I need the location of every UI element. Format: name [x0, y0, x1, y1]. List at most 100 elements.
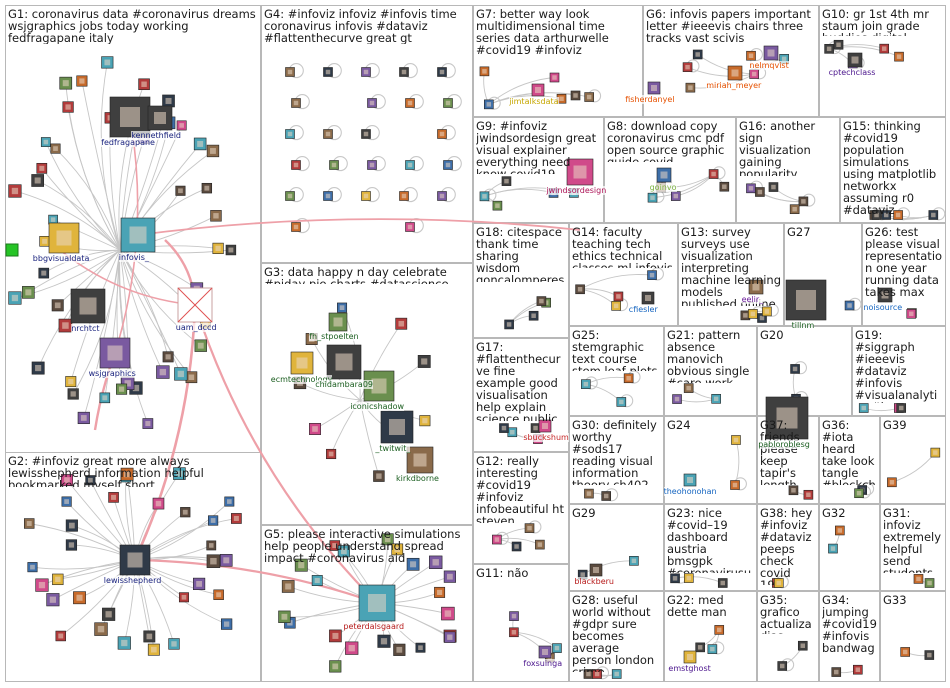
vertex-face	[384, 536, 391, 543]
vertex-face	[781, 56, 787, 62]
vertex-face	[118, 386, 125, 392]
vertex-face	[586, 94, 592, 100]
group-label-g36: G36: #iota heard take look tangle #block…	[822, 419, 876, 485]
g2-vertex	[147, 643, 160, 656]
g4-vertex	[405, 160, 415, 170]
g26-vertex	[906, 309, 917, 319]
g2-vertex	[208, 515, 219, 526]
vertex-face	[182, 509, 188, 515]
vertex-fedfragapane	[109, 96, 151, 138]
g5-vertex	[294, 558, 308, 572]
vertex-face	[847, 303, 852, 308]
vertex-face	[650, 195, 655, 200]
group-box	[880, 416, 946, 504]
vertex-face	[25, 289, 32, 296]
g35-vertex	[777, 661, 788, 671]
vertex-face	[764, 309, 770, 314]
g14-vertex	[575, 284, 585, 295]
vertex-face	[325, 69, 331, 75]
vertex-face	[287, 193, 293, 199]
group-box	[757, 591, 819, 682]
vertex-face	[779, 663, 785, 669]
g1-vertex	[67, 388, 79, 400]
g1-vertex	[38, 267, 50, 279]
vertex-face	[511, 630, 517, 635]
vertex-face	[439, 69, 445, 75]
g20-vertex	[790, 364, 800, 374]
g24-vertex	[730, 480, 740, 490]
g1-vertex	[8, 184, 22, 198]
vertex-face	[554, 645, 560, 651]
g5-vertex	[391, 543, 404, 556]
vertex-goinvo	[656, 167, 672, 183]
vertex-face	[79, 78, 85, 84]
vertex-face	[208, 543, 214, 548]
g16-vertex	[768, 182, 779, 192]
vertex-bbgvisualdata	[48, 222, 80, 254]
vertex-label-jwindsordesign: jwindsordesign	[546, 186, 607, 195]
g2-vertex	[224, 496, 235, 507]
group-box	[569, 223, 678, 326]
vertex-face	[927, 580, 932, 586]
g16-vertex	[755, 187, 765, 197]
vertex-face	[363, 131, 369, 137]
g1-vertex	[101, 56, 114, 69]
vertex-face	[771, 184, 776, 190]
group-label-g26: G26: test please visual representation o…	[865, 226, 943, 298]
vertex-face	[720, 580, 726, 586]
group-box	[736, 117, 840, 223]
g2-vertex	[65, 519, 78, 532]
g1-vertex	[210, 210, 222, 222]
vertex-face	[776, 407, 798, 429]
group-box-layer	[5, 5, 946, 682]
vertex-lewisshepherd	[119, 544, 151, 576]
vertex-face	[573, 165, 587, 179]
edge-highlight	[134, 558, 378, 605]
g14-vertex	[613, 291, 624, 302]
g1-vertex	[174, 367, 188, 381]
vertex-face	[895, 212, 901, 218]
vertex-face	[165, 354, 171, 360]
vertex-face	[151, 646, 157, 653]
g13-vertex	[748, 309, 758, 319]
vertex-face	[107, 345, 123, 361]
vertex-face	[432, 559, 439, 566]
g1-vertex	[40, 137, 51, 147]
vertex-face	[445, 162, 451, 168]
vertex-face	[215, 245, 221, 252]
vertex-face	[58, 633, 64, 639]
group-label-g27: G27	[787, 226, 811, 238]
g14-vertex	[611, 301, 621, 311]
vertex-face	[325, 193, 331, 199]
vertex-face	[50, 217, 56, 222]
group-label-g6: G6: infovis papers important letter #iee…	[646, 8, 815, 44]
g4-vertex	[437, 67, 447, 77]
vertex-label-jimtalksdata: jimtalksdata	[509, 97, 559, 106]
vertex-face	[363, 193, 369, 199]
vertex-face	[38, 581, 46, 589]
vertex-face	[188, 374, 195, 381]
group-box	[819, 5, 946, 117]
vertex-face	[43, 139, 49, 145]
vertex-face	[593, 567, 599, 573]
g4-vertex	[399, 191, 409, 201]
g39-vertex	[930, 447, 941, 458]
g5-vertex	[281, 580, 295, 593]
g2-vertex	[120, 467, 134, 481]
g5-vertex	[329, 660, 342, 673]
vertex-face	[542, 423, 548, 429]
vertex-label-bbgvisualdata: bbgvisualdata	[32, 254, 90, 263]
edge	[65, 249, 121, 326]
g38-vertex	[773, 578, 784, 588]
vertex-face	[210, 148, 216, 154]
group-label-g1: G1: coronavirus data #coronavirus dreams…	[8, 8, 256, 44]
vertex-avatar	[785, 279, 827, 321]
vertex-face	[748, 186, 754, 191]
g9-vertex	[479, 191, 490, 202]
group-label-g21: G21: pattern absence manovich obvious si…	[667, 329, 750, 383]
vertex-kennethfield	[147, 105, 173, 131]
vertex-face	[181, 594, 187, 600]
g1-vertex	[31, 361, 45, 375]
edge	[119, 249, 164, 373]
vertex-face	[339, 305, 345, 311]
